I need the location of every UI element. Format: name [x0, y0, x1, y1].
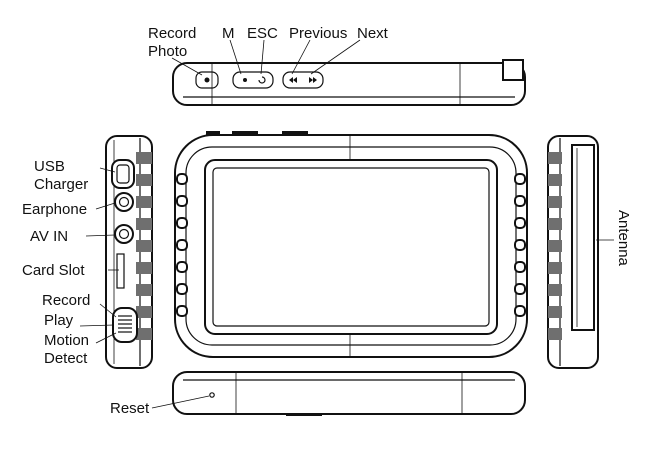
label-previous: Previous [289, 25, 348, 42]
label-motion: Motion [44, 332, 90, 349]
grip-bump [514, 305, 526, 317]
m-esc-button [232, 71, 274, 89]
grip-bump [176, 217, 188, 229]
label-charger: Charger [34, 176, 89, 193]
reset-hole [209, 392, 215, 398]
side-grip [136, 196, 152, 208]
label-card-slot: Card Slot [22, 262, 85, 279]
label-earphone: Earphone [22, 201, 88, 218]
screen [212, 167, 490, 327]
label-play: Play [44, 312, 74, 329]
side-grip [136, 152, 152, 164]
grip-bump [176, 261, 188, 273]
mode-switch [112, 307, 138, 343]
left-side-view [105, 135, 153, 369]
label-photo: Photo [148, 43, 188, 60]
side-grip [548, 240, 562, 252]
grip-bump [176, 239, 188, 251]
earphone-jack [114, 192, 134, 212]
record-photo-button [195, 71, 219, 89]
grip-bump [176, 173, 188, 185]
right-side-view [547, 135, 599, 369]
side-grip [548, 306, 562, 318]
label-record: Record [148, 25, 197, 42]
front-grips-right [514, 173, 526, 317]
grip-bump [514, 283, 526, 295]
label-av-in: AV IN [30, 228, 69, 245]
label-antenna: Antenna [615, 210, 632, 266]
top-view [172, 59, 526, 106]
label-esc: ESC [247, 25, 278, 42]
side-grip [136, 240, 152, 252]
label-next: Next [357, 25, 388, 42]
front-view [174, 131, 528, 358]
side-grip [548, 152, 562, 164]
grip-bump [176, 305, 188, 317]
side-grip [136, 328, 152, 340]
previous-next-button [282, 71, 324, 89]
side-grip [548, 174, 562, 186]
av-in-jack [114, 224, 134, 244]
grip-bump [514, 217, 526, 229]
grip-bump [176, 283, 188, 295]
label-usb: USB [34, 158, 65, 175]
side-grip [548, 196, 562, 208]
grip-bump [514, 195, 526, 207]
label-m: M [222, 25, 235, 42]
label-detect: Detect [44, 350, 88, 367]
grip-bump [514, 261, 526, 273]
side-grip [136, 218, 152, 230]
grip-bump [514, 173, 526, 185]
grip-bump [514, 239, 526, 251]
antenna-tip [502, 59, 524, 81]
side-grip [548, 328, 562, 340]
usb-port [111, 159, 135, 189]
side-grip [136, 306, 152, 318]
side-grip [548, 218, 562, 230]
card-slot [116, 253, 125, 289]
side-grip [548, 284, 562, 296]
front-grips-left [176, 173, 188, 317]
antenna-bar [571, 144, 595, 331]
grip-bump [176, 195, 188, 207]
label-record-mode: Record [42, 292, 91, 309]
side-grip [136, 174, 152, 186]
bottom-view [172, 371, 526, 416]
leader-lines [79, 39, 614, 409]
side-grip [548, 262, 562, 274]
side-grip [136, 262, 152, 274]
side-grip [136, 284, 152, 296]
side-grips-right [548, 152, 562, 340]
side-grips-left [136, 152, 152, 340]
label-reset: Reset [110, 400, 150, 417]
